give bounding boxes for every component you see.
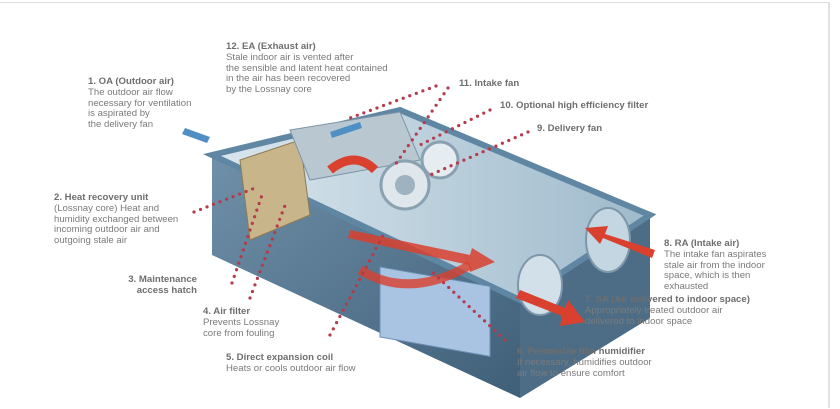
label-title: 11. Intake fan [459,78,520,89]
leader-heat-recovery [192,186,257,214]
label-sa: 7. SA (Air delivered to indoor space) Ap… [585,294,750,327]
label-intake-fan: 11. Intake fan [459,78,520,90]
label-humidifier: 6. Permeable film humidifier If necessar… [517,346,652,379]
exhaust-filter-panel [289,111,421,181]
ra-arrow [585,226,655,258]
label-line: core from fouling [203,327,275,339]
label-line: the delivery fan [88,119,154,131]
leader-coil [328,228,388,337]
label-oa: 1. OA (Outdoor air) The outdoor air flow… [88,76,192,131]
leader-humidifier [428,268,507,342]
label-line: space, which is then [664,270,751,282]
delivery-fan-graphic [420,140,460,180]
internal-flow-arrow [348,230,495,272]
label-line: Stale indoor air is vented after [226,51,354,63]
recirc-arrow [357,261,473,289]
label-title: 7. SA (Air delivered to indoor space) [585,294,750,305]
label-ea: 12. EA (Exhaust air) Stale indoor air is… [226,41,388,96]
label-title: 4. Air filter [203,306,251,317]
label-line: The outdoor air flow [88,86,173,98]
lossnay-core [239,139,311,241]
leader-hatch [230,193,264,285]
label-title: 9. Delivery fan [537,123,603,134]
label-title: 8. RA (Intake air) [664,238,740,249]
label-line: necessary for ventilation [88,97,192,109]
ea-arrow [330,122,362,138]
label-title: 3. Maintenance [128,274,197,285]
core-flow-arrow [327,155,379,174]
label-line: Prevents Lossnay [203,316,280,328]
label-title: 12. EA (Exhaust air) [226,41,316,52]
label-coil: 5. Direct expansion coil Heats or cools … [226,352,356,375]
label-line: If necessary, humidifies outdoor [517,356,652,368]
label-line: Heats or cools outdoor air flow [226,362,356,374]
label-line: in the air has been recovered [226,73,351,85]
label-line: outgoing stale air [54,235,128,247]
label-title: 10. Optional high efficiency filter [500,100,649,111]
label-line: air flow to ensure comfort [517,367,625,379]
label-hatch: 3. Maintenance access hatch [128,274,197,297]
sa-arrow [516,290,585,326]
label-line: (Lossnay core) Heat and [54,202,160,214]
label-line: delivered to indoor space [585,315,693,327]
leader-ea [348,84,438,120]
label-line: stale air from the indoor [664,259,765,271]
label-delivery-fan: 9. Delivery fan [537,123,603,135]
label-line: incoming outdoor air and [54,224,160,236]
label-line: humidity exchanged between [54,213,179,225]
label-filter: 4. Air filter Prevents Lossnay core from… [203,306,280,339]
label-hepa: 10. Optional high efficiency filter [500,100,649,112]
label-title: access hatch [136,284,197,296]
label-line: The intake fan aspirates [664,248,767,260]
label-line: exhausted [664,281,709,293]
label-line: is aspirated by [88,108,150,120]
label-line: by the Lossnay core [226,84,312,96]
label-line: the sensible and latent heat contained [226,62,388,74]
oa-arrow [182,128,210,143]
label-title: 6. Permeable film humidifier [517,346,645,357]
label-line: Appropriately treated outdoor air [585,304,723,316]
leader-hepa [418,108,492,147]
label-title: 2. Heat recovery unit [54,192,149,203]
label-ra: 8. RA (Intake air) The intake fan aspira… [664,238,767,293]
label-title: 1. OA (Outdoor air) [88,76,174,87]
label-title: 5. Direct expansion coil [226,352,334,363]
leader-intake-fan [393,86,450,167]
leader-lines [192,84,530,342]
label-heat-recovery: 2. Heat recovery unit (Lossnay core) Hea… [54,192,179,247]
